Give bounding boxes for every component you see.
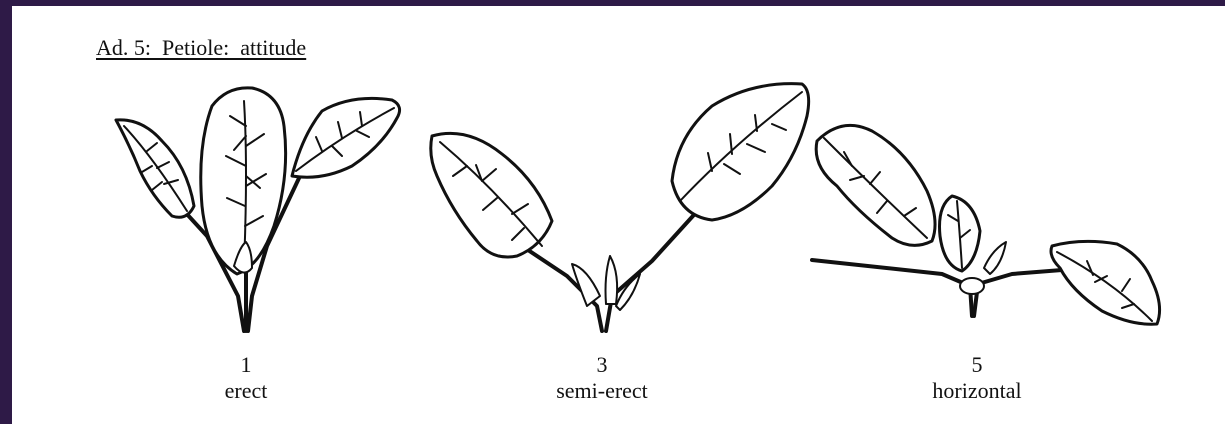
semi-erect-plant-drawing [431, 84, 809, 331]
state-note-number: 5 [892, 352, 1062, 378]
petiole-attitude-figure: 1 erect 3 semi-erect 5 horizontal [12, 6, 1225, 424]
state-caption-erect: 1 erect [176, 352, 316, 404]
document-page: Ad. 5: Petiole: attitude [12, 6, 1225, 424]
state-note-number: 1 [176, 352, 316, 378]
state-caption-horizontal: 5 horizontal [892, 352, 1062, 404]
state-label: horizontal [892, 378, 1062, 404]
state-label: semi-erect [517, 378, 687, 404]
horizontal-plant-drawing [812, 125, 1160, 324]
erect-plant-drawing [116, 88, 400, 331]
state-caption-semi-erect: 3 semi-erect [517, 352, 687, 404]
state-note-number: 3 [517, 352, 687, 378]
state-label: erect [176, 378, 316, 404]
